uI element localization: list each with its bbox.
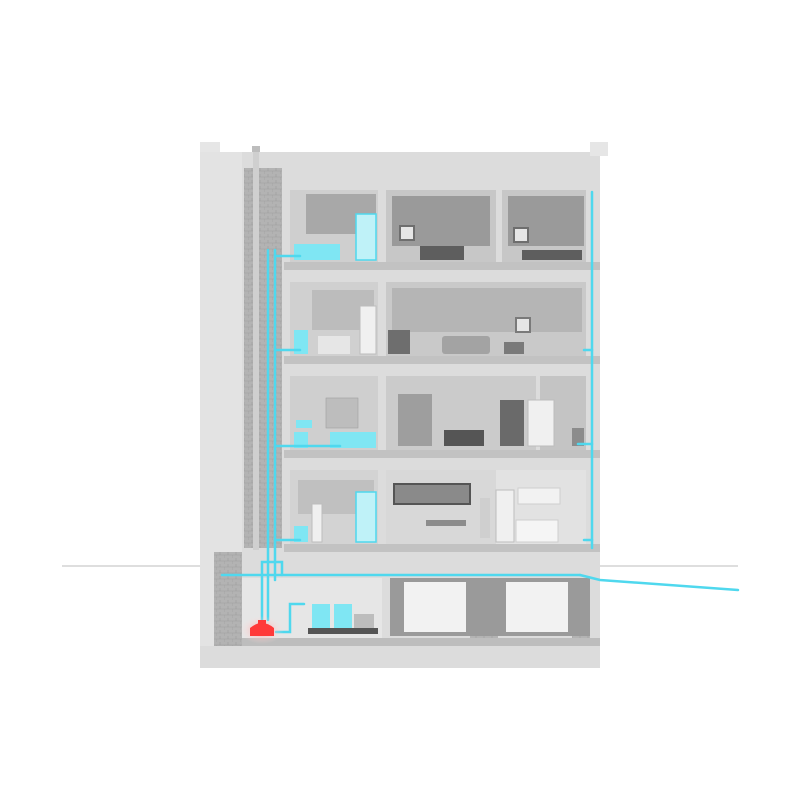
vent-cap	[252, 146, 260, 152]
toilet-f1	[294, 526, 308, 542]
picture-f4-b	[513, 227, 529, 243]
counter-f1	[515, 519, 559, 543]
landscape-picture-f1	[393, 483, 471, 505]
shower-f4	[355, 213, 377, 261]
slab-f1	[284, 544, 600, 552]
cabinet-f3	[318, 336, 350, 354]
fridge-f1	[495, 489, 515, 543]
table-f2	[444, 430, 484, 446]
lifting-station-pump	[240, 616, 284, 644]
cabinet-f3-b	[504, 342, 524, 354]
tv-unit-f3	[388, 330, 410, 354]
bathtub-f4	[294, 244, 340, 260]
washer-basement-b	[334, 604, 352, 628]
shower-f1	[355, 491, 377, 543]
brick-shaft	[244, 168, 282, 548]
bed-f4-a	[420, 246, 464, 260]
basement-wall-left	[214, 552, 242, 652]
fridge-f3	[359, 305, 377, 355]
pump-body	[250, 623, 274, 636]
building-foundation	[200, 646, 600, 668]
sewer-outlet	[578, 573, 740, 592]
vent-pipe	[253, 150, 259, 550]
floor-1	[284, 470, 600, 552]
floor-4	[284, 190, 600, 270]
picture-f3	[515, 317, 531, 333]
bathtub-f2	[330, 432, 376, 448]
slab-basement	[242, 638, 600, 646]
shelf-f2	[500, 400, 524, 446]
washer-basement-a	[312, 604, 330, 628]
room-f3-living-wall	[392, 288, 582, 332]
kitchen-f2	[398, 394, 432, 446]
roof-parapet-right	[590, 142, 608, 156]
kitchen-cabinets-f1	[517, 487, 561, 505]
slab-f2	[284, 450, 600, 458]
bed-f4-b	[522, 250, 582, 260]
basement	[242, 578, 600, 646]
fridge-f2	[527, 399, 555, 447]
tub-basement	[354, 614, 374, 628]
washer-f3	[294, 330, 308, 354]
toilet-f2	[294, 432, 308, 448]
dining-table-f1	[426, 520, 466, 526]
garage-door-b	[506, 582, 568, 632]
pump-top	[258, 620, 266, 626]
washbasin-f2	[296, 420, 312, 428]
slab-f3	[284, 356, 600, 364]
sink-f2	[572, 428, 584, 446]
room-f1-dining	[386, 470, 496, 544]
plumbing-network	[220, 190, 740, 634]
sofa-f3	[442, 336, 490, 354]
floor-drain-grate	[308, 628, 378, 634]
slab-f4	[284, 262, 600, 270]
shelf-f1	[311, 503, 323, 543]
lamp-f1	[480, 498, 490, 538]
garage-door-a	[404, 582, 466, 632]
tiles-f2	[325, 397, 359, 429]
floor-2	[284, 376, 600, 458]
picture-f4-a	[399, 225, 415, 241]
floor-3	[284, 282, 600, 364]
pump-discharge	[260, 560, 284, 622]
